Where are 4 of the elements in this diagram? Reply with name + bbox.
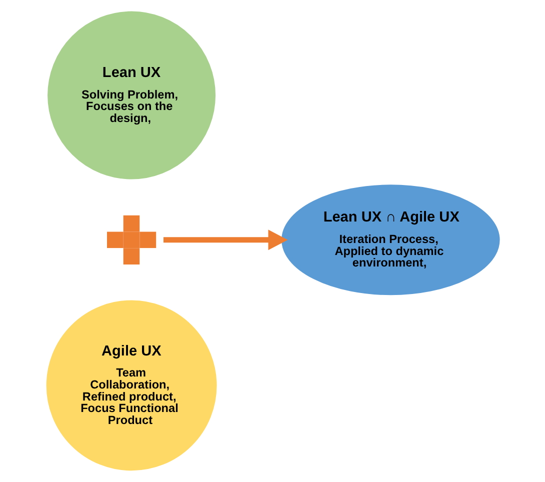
arrow <box>163 230 288 250</box>
node-circle: Lean UX Solving Problem, Focuses on the design, <box>47 11 216 180</box>
node-ellipse: Lean UX ∩ Agile UX Iteration Process, Applied to dynamic environment, <box>281 184 500 296</box>
node-circle: Agile UX Team Collaboration, Refined product, Focus Functional Product <box>46 300 216 471</box>
